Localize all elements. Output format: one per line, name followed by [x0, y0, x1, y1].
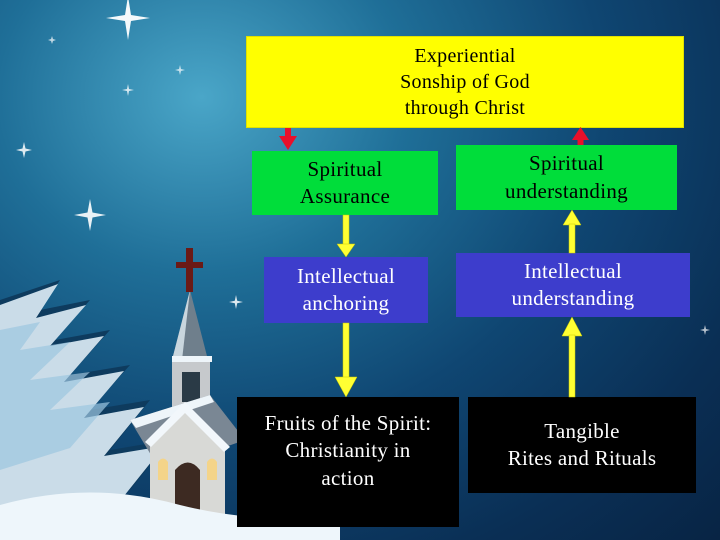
experiential-sonship-box: Experiential Sonship of God through Chri… [246, 36, 684, 128]
intellectual-understanding-box: Intellectual understanding [456, 253, 690, 317]
snow-ground [0, 492, 340, 540]
tangible-rites-box: Tangible Rites and Rituals [468, 397, 696, 493]
spiritual-assurance-box: Spiritual Assurance [252, 151, 438, 215]
fruits-of-spirit-box: Fruits of the Spirit: Christianity in ac… [237, 397, 459, 527]
sparkle-stars [16, 0, 710, 335]
intellectual-anchoring-box: Intellectual anchoring [264, 257, 428, 323]
church [130, 248, 245, 520]
snowy-fir-tree [0, 280, 170, 540]
spiritual-understanding-box: Spiritual understanding [456, 145, 677, 210]
